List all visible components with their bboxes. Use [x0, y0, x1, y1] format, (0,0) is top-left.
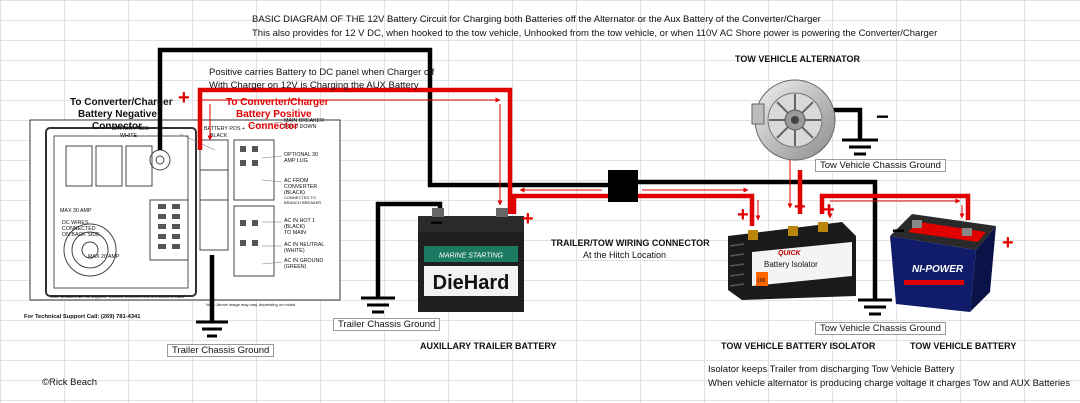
panel-ac-hot-1: AC IN HOT 1	[284, 218, 315, 224]
panel-dc-wires-1: DC WIRES	[62, 220, 89, 226]
panel-ac-ground-1: AC IN GROUND	[284, 258, 323, 264]
converter-positive-label-3: Connector	[248, 121, 298, 132]
current-flow-arrows	[200, 97, 965, 221]
tow-ground-label-1: Tow Vehicle Chassis Ground	[815, 159, 946, 172]
plus-sign: +	[178, 87, 190, 109]
isolator-name: Battery Isolator	[764, 260, 818, 269]
isolator-note-2: When vehicle alternator is producing cha…	[708, 378, 1071, 389]
panel-neg-color: WHITE	[120, 133, 138, 139]
plus-sign: +	[737, 204, 749, 226]
aux-battery-stripe: MARINE STARTING	[439, 253, 503, 260]
aux-battery-title: AUXILLARY TRAILER BATTERY	[420, 341, 557, 351]
plus-sign: +	[823, 199, 835, 221]
panel-pos-color: BLACK	[210, 133, 228, 139]
plus-sign: +	[522, 208, 534, 230]
panel-max20: MAX 20 AMP	[88, 254, 120, 260]
panel-note-1: Note: Breakers are not supplied. Connect…	[50, 294, 186, 299]
panel-optional-1: OPTIONAL 30	[284, 152, 318, 158]
positive-note-1: Positive carries Battery to DC panel whe…	[209, 67, 435, 78]
ground-symbols	[196, 138, 892, 338]
ground-symbol-tow-vehicle	[858, 298, 892, 316]
alternator-ground-wire	[830, 107, 863, 140]
trailer-ground-label-2: Trailer Chassis Ground	[167, 344, 275, 357]
panel-ac-from-1: AC FROM	[284, 178, 308, 184]
tow-ground-label-2: Tow Vehicle Chassis Ground	[815, 322, 946, 335]
converter-positive-wire	[197, 87, 513, 214]
panel-neg-label: BATTERY NEG -	[112, 126, 152, 132]
plus-sign: +	[794, 196, 806, 218]
converter-negative-label-2: Battery Negative	[78, 109, 157, 120]
minus-sign: −	[876, 104, 889, 129]
connector-subtitle: At the Hitch Location	[583, 250, 667, 260]
trailer-ground-label-1: Trailer Chassis Ground	[333, 318, 441, 331]
converter-positive-label-2: Battery Positive	[236, 109, 312, 120]
isolator-note-1: Isolator keeps Trailer from discharging …	[708, 364, 955, 375]
panel-support-phone: For Technical Support Call: (269) 781-43…	[24, 314, 141, 320]
positive-note-2: With Charger on 12V is Charging the AUX …	[209, 80, 419, 91]
panel-dc-wires-3: ON BACK SIDE	[62, 232, 100, 238]
panel-dc-wires-2: CONNECTED	[62, 226, 96, 232]
panel-pos-label: BATTERY POS +	[204, 126, 245, 132]
isolator-tow-battery-wire	[819, 193, 971, 220]
panel-note-2: Note: Above image may vary, depending on…	[206, 302, 296, 307]
panel-ac-from-5: BRANCH BREAKER	[284, 200, 321, 205]
panel-ac-from-3: (BLACK)	[284, 190, 305, 196]
isolator-rating: 100	[757, 278, 766, 284]
panel-ac-hot-3: TO MAIN	[284, 230, 306, 236]
plus-sign: +	[1002, 232, 1014, 254]
connector-title: TRAILER/TOW WIRING CONNECTOR	[551, 238, 710, 248]
panel-max30: MAX 30 AMP	[60, 208, 92, 214]
alternator-image	[751, 79, 836, 161]
aux-battery-brand: DieHard	[433, 272, 510, 294]
connector-isolator-wire	[632, 193, 755, 226]
alternator-title: TOW VEHICLE ALTERNATOR	[735, 54, 860, 64]
minus-sign: −	[892, 218, 905, 243]
converter-negative-label-3: Connector	[92, 121, 142, 132]
panel-ac-neutral-1: AC IN NEUTRAL	[284, 242, 324, 248]
copyright-text: ©Rick Beach	[42, 377, 98, 388]
panel-ac-neutral-2: (WHITE)	[284, 248, 305, 254]
panel-ac-hot-2: (BLACK)	[284, 224, 305, 230]
isolator-title: TOW VEHICLE BATTERY ISOLATOR	[721, 341, 876, 351]
panel-ac-from-4: CONNECTED TO	[284, 195, 316, 200]
header-line-2: This also provides for 12 V DC, when hoo…	[252, 28, 938, 39]
panel-ac-from-2: CONVERTER	[284, 184, 317, 190]
converter-positive-label-1: To Converter/Charger	[226, 97, 329, 108]
converter-negative-wire	[157, 47, 610, 188]
tow-battery-title: TOW VEHICLE BATTERY	[910, 341, 1017, 351]
tow-battery-image: NI-POWER	[890, 214, 996, 312]
tow-battery-brand: NI-POWER	[912, 264, 964, 275]
positive-wires	[197, 87, 971, 226]
converter-panel: BATTERY NEG - WHITE BATTERY POS + BLACK …	[24, 118, 341, 320]
isolator-image: QUICK Battery Isolator 100	[728, 222, 856, 300]
ground-symbol-converter	[196, 320, 228, 338]
panel-ac-ground-2: (GREEN)	[284, 264, 307, 270]
ground-symbol-aux-battery	[361, 296, 395, 314]
panel-optional-2: AMP LUG	[284, 158, 308, 164]
header-line-1: BASIC DIAGRAM OF THE 12V Battery Circuit…	[252, 14, 821, 25]
ground-symbol-alternator	[842, 138, 878, 156]
trailer-positive-wire	[511, 193, 612, 214]
converter-negative-label-1: To Converter/Charger	[70, 97, 173, 108]
minus-sign: −	[430, 210, 443, 235]
panel-main-breaker-1: MAIN BREAKER	[284, 118, 324, 124]
panel-main-breaker-2: FOLD DOWN	[284, 124, 317, 130]
aux-battery-image: MARINE STARTING DieHard	[418, 208, 524, 312]
isolator-brand: QUICK	[778, 250, 802, 257]
tow-negative-wire	[630, 179, 878, 300]
trailer-tow-connector	[608, 170, 638, 202]
